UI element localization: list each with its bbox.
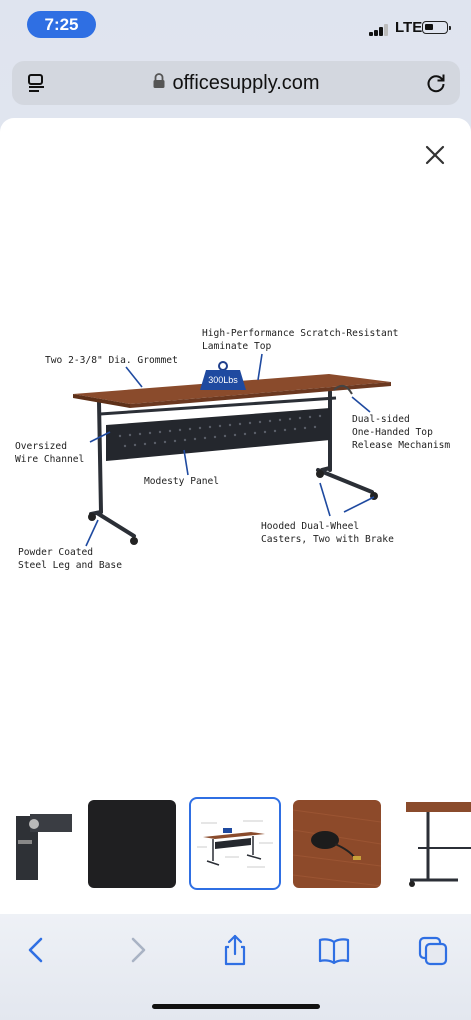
thumbnail-grommet[interactable] (293, 800, 381, 888)
thumbnail-black-swatch[interactable] (88, 800, 176, 888)
close-icon[interactable] (420, 140, 450, 170)
forward-icon[interactable] (120, 934, 154, 966)
status-bar: 7:25 LTE (0, 0, 471, 52)
signal-icon (369, 24, 391, 36)
address-bar[interactable]: officesupply.com (12, 61, 460, 105)
callout-legs: Powder Coated Steel Leg and Base (18, 547, 122, 571)
bottom-toolbar (0, 914, 471, 1020)
callout-modesty-panel: Modesty Panel (144, 476, 220, 487)
callout-grommet: Two 2-3/8" Dia. Grommet (45, 355, 178, 366)
reload-icon[interactable] (424, 71, 448, 95)
product-image (73, 353, 391, 547)
thumbnail-side-view[interactable] (398, 800, 471, 888)
lock-icon (153, 73, 165, 88)
status-time[interactable]: 7:25 (27, 11, 96, 38)
network-type: LTE (395, 19, 423, 36)
image-viewer-sheet (0, 118, 471, 914)
battery-icon (422, 21, 451, 34)
bookmarks-icon[interactable] (317, 934, 351, 966)
back-icon[interactable] (20, 934, 54, 966)
share-icon[interactable] (218, 934, 252, 966)
callout-wire-channel: Oversized Wire Channel (15, 441, 85, 465)
thumbnail-features-diagram[interactable] (193, 801, 277, 886)
tabs-icon[interactable] (416, 934, 450, 966)
callout-casters: Hooded Dual-Wheel Casters, Two with Brak… (261, 521, 394, 545)
callout-laminate-top: High-Performance Scratch-Resistant Lamin… (202, 328, 399, 352)
callout-release-mechanism: Dual-sided One-Handed Top Release Mechan… (352, 414, 451, 451)
url-text[interactable]: officesupply.com (172, 72, 320, 94)
table-legs (89, 390, 374, 538)
weight-capacity-label: 300Lbs (208, 375, 238, 385)
modesty-panel (106, 408, 330, 461)
thumbnail-leg-mechanism[interactable] (0, 800, 72, 888)
reader-icon[interactable] (26, 72, 48, 94)
home-indicator (152, 1004, 320, 1009)
weight-badge (200, 361, 246, 390)
